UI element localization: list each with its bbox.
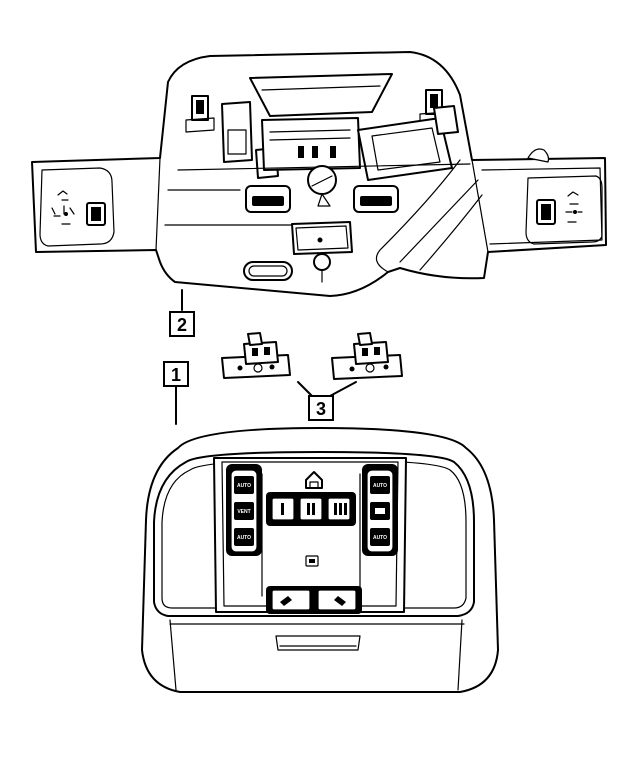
headliner-bracket	[31, 51, 607, 297]
map-light-left-icon	[280, 596, 292, 606]
mounting-clips	[221, 332, 403, 380]
leader-lines	[175, 289, 357, 425]
left-auto-bottom-label: AUTO	[237, 535, 251, 541]
overhead-console: AUTO VENT AUTO AUTO AUTO	[141, 427, 499, 693]
callout-3: 3	[308, 395, 334, 421]
callout-2-label: 2	[177, 315, 187, 335]
vent-label: VENT	[237, 509, 250, 515]
map-light-right-icon	[334, 596, 346, 606]
right-auto-bottom-label: AUTO	[373, 535, 387, 541]
callout-2: 2	[169, 311, 195, 337]
window-icon	[375, 508, 385, 514]
callout-1-label: 1	[171, 365, 181, 385]
right-auto-top-label: AUTO	[373, 483, 387, 489]
callout-1: 1	[163, 361, 189, 387]
callout-3-label: 3	[316, 399, 326, 419]
left-auto-top-label: AUTO	[237, 483, 251, 489]
clip-left	[221, 332, 291, 379]
clip-right	[331, 332, 403, 380]
